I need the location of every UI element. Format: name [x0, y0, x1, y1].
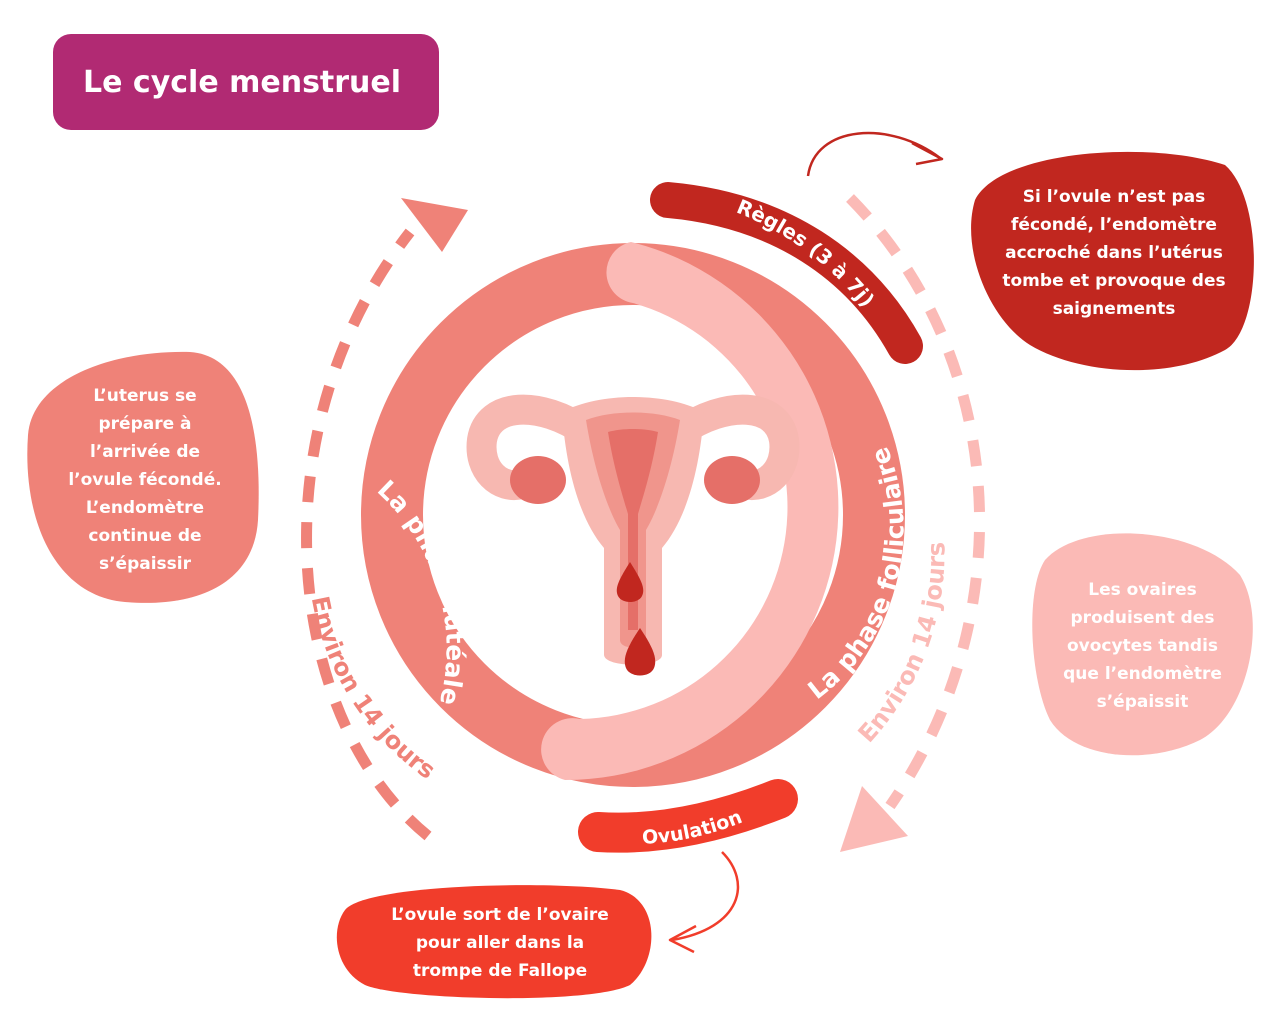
blood-drop-icon [616, 562, 644, 602]
uterus-illustration [466, 394, 800, 676]
menstruation-curved-arrow [806, 131, 941, 177]
uterine-cavity [608, 429, 658, 630]
follicular-note: Les ovaires produisent des ovocytes tand… [1063, 580, 1222, 712]
menstruation-note-blob [971, 151, 1254, 371]
ovulation-banner [578, 779, 798, 853]
luteal-arrow-head [401, 198, 468, 252]
cycle-ring-follicular [541, 242, 839, 781]
ovulation-note: L’ovule sort de l’ovaire pour aller dans… [391, 905, 609, 981]
follicular-arrow-head [840, 786, 908, 852]
follicular-note-blob [1032, 533, 1253, 756]
ovary-left-icon [510, 456, 566, 504]
luteal-note-blob [27, 351, 259, 603]
luteal-dashed-arrow [301, 228, 432, 841]
luteal-note: L’uterus se prépare à l’arrivée de l’ovu… [68, 386, 222, 574]
fallopian-tube-right [665, 394, 800, 501]
follicular-dashed-arrow [846, 194, 985, 810]
menstruation-banner [650, 182, 923, 364]
ovulation-curved-arrow [671, 851, 739, 942]
ovary-right-icon [704, 456, 760, 504]
blood-drop-icon [624, 628, 656, 676]
menstruation-note: Si l’ovule n’est pas fécondé, l’endomètr… [1002, 187, 1226, 319]
menstruation-curved-arrow-head [911, 141, 944, 166]
fallopian-tube-left [466, 394, 601, 501]
ovulation-note-blob [336, 885, 652, 999]
title-text: Le cycle menstruel [83, 64, 402, 100]
page-title: Le cycle menstruel [53, 34, 439, 130]
ovulation-curved-arrow-head [668, 924, 697, 954]
